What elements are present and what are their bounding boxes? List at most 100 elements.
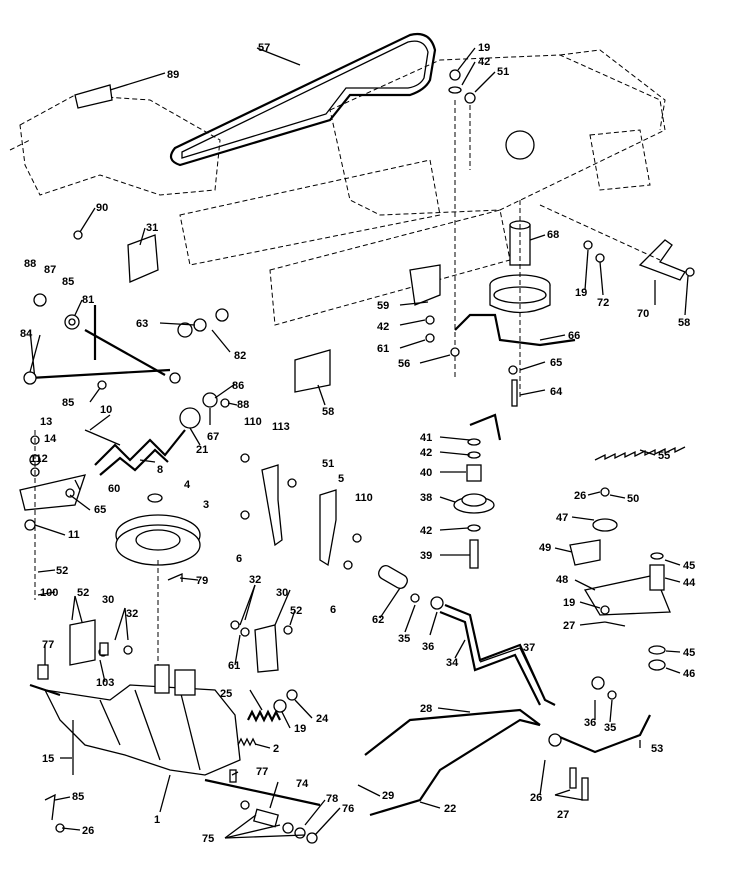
callout: 77 bbox=[256, 766, 268, 778]
callout: 24 bbox=[316, 713, 329, 725]
callout: 38 bbox=[420, 492, 432, 504]
callout: 32 bbox=[126, 608, 138, 620]
callout: 88 bbox=[237, 399, 249, 411]
callout: 66 bbox=[568, 330, 580, 342]
callout: 58 bbox=[322, 406, 334, 418]
callout: 59 bbox=[377, 300, 389, 312]
callout: 63 bbox=[136, 318, 148, 330]
callout: 42 bbox=[377, 321, 389, 333]
callout: 6 bbox=[330, 604, 336, 616]
callout: 65 bbox=[550, 357, 562, 369]
callout: 52 bbox=[56, 565, 68, 577]
callout: 28 bbox=[420, 703, 432, 715]
callout: 47 bbox=[556, 512, 568, 524]
callout: 39 bbox=[420, 550, 432, 562]
callout: 27 bbox=[563, 620, 575, 632]
callout: 22 bbox=[444, 803, 456, 815]
callout: 36 bbox=[422, 641, 434, 653]
callout: 45 bbox=[683, 647, 695, 659]
leader-lines bbox=[29, 47, 689, 839]
callout: 72 bbox=[597, 297, 609, 309]
callout: 44 bbox=[683, 577, 696, 589]
callout: 13 bbox=[40, 416, 52, 428]
callout: 81 bbox=[82, 294, 94, 306]
callout: 19 bbox=[478, 42, 490, 54]
callout: 84 bbox=[20, 328, 33, 340]
callout: 19 bbox=[294, 723, 306, 735]
callout: 89 bbox=[167, 69, 179, 81]
callout: 34 bbox=[446, 657, 459, 669]
callout: 64 bbox=[550, 386, 563, 398]
hardware-stack-top bbox=[448, 69, 476, 380]
callout: 42 bbox=[420, 447, 432, 459]
callout: 21 bbox=[196, 444, 208, 456]
callout: 42 bbox=[420, 525, 432, 537]
idler-bracket bbox=[409, 264, 576, 357]
callout: 26 bbox=[82, 825, 94, 837]
callout: 51 bbox=[497, 66, 509, 78]
callout: 103 bbox=[96, 677, 114, 689]
callout: 37 bbox=[523, 642, 535, 654]
callout: 57 bbox=[258, 42, 270, 54]
callout: 56 bbox=[398, 358, 410, 370]
callout: 40 bbox=[420, 467, 432, 479]
callout: 79 bbox=[196, 575, 208, 587]
callout: 88 bbox=[24, 258, 36, 270]
callout: 78 bbox=[326, 793, 338, 805]
bracket-30-left bbox=[69, 619, 96, 666]
callout: 36 bbox=[584, 717, 596, 729]
callout: 110 bbox=[355, 492, 373, 504]
callout: 41 bbox=[420, 432, 432, 444]
callout: 110 bbox=[244, 416, 262, 428]
transaxle bbox=[29, 664, 321, 807]
callout: 6 bbox=[236, 553, 242, 565]
callout: 100 bbox=[40, 587, 58, 599]
callout: 2 bbox=[273, 743, 279, 755]
callout: 26 bbox=[574, 490, 586, 502]
callout: 48 bbox=[556, 574, 568, 586]
bracket-5 bbox=[319, 489, 337, 567]
callout: 74 bbox=[296, 778, 309, 790]
callout: 32 bbox=[249, 574, 261, 586]
callout: 8 bbox=[157, 464, 163, 476]
callout: 42 bbox=[478, 56, 490, 68]
drive-belt bbox=[169, 32, 437, 167]
callout: 49 bbox=[539, 542, 551, 554]
spring-70 bbox=[638, 239, 686, 281]
callout: 75 bbox=[202, 833, 214, 845]
pedal-shaft bbox=[364, 564, 651, 817]
callout: 85 bbox=[62, 397, 74, 409]
idler-pulley-38 bbox=[453, 413, 502, 569]
bracket-89 bbox=[74, 84, 113, 109]
callout: 113 bbox=[272, 421, 290, 433]
callout: 31 bbox=[146, 222, 158, 234]
callout: 3 bbox=[203, 499, 209, 511]
callout: 90 bbox=[96, 202, 108, 214]
bracket-30-right bbox=[254, 624, 279, 673]
callout: 45 bbox=[683, 560, 695, 572]
callout: 11 bbox=[68, 529, 80, 541]
callout: 50 bbox=[627, 493, 639, 505]
pulley-68 bbox=[489, 200, 551, 400]
callout: 26 bbox=[530, 792, 542, 804]
callout: 68 bbox=[547, 229, 559, 241]
steering-linkage bbox=[23, 293, 230, 408]
callout: 27 bbox=[557, 809, 569, 821]
callout: 85 bbox=[72, 791, 84, 803]
spring-2 bbox=[237, 737, 257, 747]
callout: 65 bbox=[94, 504, 106, 516]
callout: 61 bbox=[228, 660, 240, 672]
callout: 51 bbox=[322, 458, 334, 470]
callout: 14 bbox=[44, 433, 57, 445]
callout: 61 bbox=[377, 343, 389, 355]
spring-25 bbox=[247, 709, 281, 723]
callout: 5 bbox=[338, 473, 344, 485]
callout: 77 bbox=[42, 639, 54, 651]
callout: 25 bbox=[220, 688, 232, 700]
callout: 52 bbox=[77, 587, 89, 599]
bracket-58 bbox=[294, 349, 331, 393]
callout: 67 bbox=[207, 431, 219, 443]
callout: 29 bbox=[382, 790, 394, 802]
spring-55 bbox=[594, 446, 686, 461]
